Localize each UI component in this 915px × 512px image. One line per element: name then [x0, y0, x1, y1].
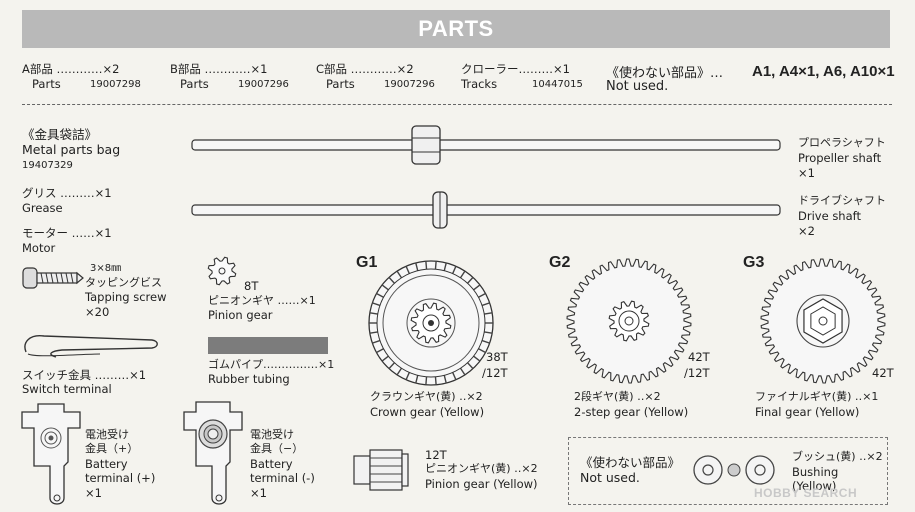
battery-plus-jp2: 金具（+） — [85, 442, 139, 455]
g1-teeth2: /12T — [482, 366, 508, 380]
parts-c-en: Parts — [326, 77, 355, 91]
battery-plus-qty: ×1 — [85, 486, 102, 500]
bushing-icon — [693, 455, 775, 485]
not-used-top-parts: A1, A4×1, A6, A10×1 — [752, 63, 895, 80]
motor-jp: モーター ……×1 — [22, 226, 112, 240]
page-title: PARTS — [418, 16, 494, 41]
parts-c-code: 19007296 — [384, 79, 435, 90]
g2-en: 2-step gear (Yellow) — [574, 405, 689, 419]
switch-terminal-jp: スイッチ金具 ………×1 — [22, 368, 147, 382]
battery-minus-en2: terminal (-) — [250, 471, 315, 485]
propeller-shaft-qty: ×1 — [798, 166, 815, 180]
g2-jp: 2段ギヤ(黄) ‥×2 — [574, 390, 661, 403]
g3-final-gear-icon — [760, 258, 886, 384]
parts-header-bar: PARTS — [22, 10, 890, 48]
g1-en: Crown gear (Yellow) — [370, 405, 485, 419]
parts-b-en: Parts — [180, 77, 209, 91]
drive-shaft-jp: ドライブシャフト — [798, 194, 886, 207]
g1-crown-gear-icon — [368, 260, 494, 386]
parts-c-jp: C部品 …………×2 — [316, 62, 414, 76]
section-divider — [22, 104, 892, 105]
rubber-tubing-jp: ゴムパイプ……………×1 — [208, 358, 335, 371]
propeller-shaft-jp: プロペラシャフト — [798, 136, 886, 149]
screw-en: Tapping screw — [85, 290, 167, 304]
g1-jp: クラウンギヤ(黄) ‥×2 — [370, 390, 483, 403]
pinion-12t-en: Pinion gear (Yellow) — [425, 477, 538, 491]
battery-plus-jp1: 電池受け — [85, 428, 129, 441]
parts-a-jp: A部品 …………×2 — [22, 62, 120, 76]
tracks-jp: クローラー………×1 — [461, 62, 570, 76]
not-used-top-jp: 《使わない部品》… — [606, 66, 724, 81]
g3-label: G3 — [743, 254, 765, 271]
not-used-bottom-jp: 《使わない部品》 — [580, 455, 681, 470]
battery-terminal-plus-icon — [21, 403, 81, 505]
pinion-8t-en: Pinion gear — [208, 308, 273, 322]
grease-en: Grease — [22, 201, 63, 215]
g2-step-gear-icon — [566, 258, 692, 384]
g2-label: G2 — [549, 254, 571, 271]
tracks-code: 10447015 — [532, 79, 583, 90]
parts-b-code: 19007296 — [238, 79, 289, 90]
watermark: HOBBY SEARCH — [754, 486, 858, 500]
drive-shaft-qty: ×2 — [798, 224, 815, 238]
g3-teeth1: 42T — [872, 366, 894, 380]
battery-minus-qty: ×1 — [250, 486, 267, 500]
pinion-12t-jp: ピニオンギヤ(黄) ‥×2 — [425, 462, 538, 475]
g2-teeth1: 42T — [688, 350, 710, 364]
rubber-tubing-en: Rubber tubing — [208, 372, 290, 386]
bushing-en1: Bushing — [792, 465, 839, 479]
metal-bag-code: 19407329 — [22, 160, 73, 171]
pinion-12t-teeth: 12T — [425, 448, 447, 462]
parts-a-code: 19007298 — [90, 79, 141, 90]
propeller-shaft-en: Propeller shaft — [798, 151, 882, 165]
battery-terminal-minus-icon — [183, 401, 243, 505]
shafts-drawing — [191, 125, 781, 229]
grease-jp: グリス ………×1 — [22, 186, 112, 200]
pinion-12t-icon — [353, 449, 409, 491]
bushing-en2: (Yellow) — [792, 479, 837, 493]
screw-jp: タッピングビス — [85, 276, 162, 289]
g2-teeth2: /12T — [684, 366, 710, 380]
bushing-jp: ブッシュ(黄) ‥×2 — [792, 450, 883, 463]
battery-plus-en2: terminal (+) — [85, 471, 156, 485]
rubber-tubing-icon — [208, 337, 328, 354]
battery-minus-en1: Battery — [250, 457, 293, 471]
g3-jp: ファイナルギヤ(黄) ‥×1 — [755, 390, 879, 403]
g3-en: Final gear (Yellow) — [755, 405, 860, 419]
tapping-screw-icon — [22, 267, 84, 289]
battery-plus-en1: Battery — [85, 457, 128, 471]
propeller-shaft-icon — [191, 125, 781, 165]
battery-minus-jp1: 電池受け — [250, 428, 294, 441]
not-used-top-en: Not used. — [606, 79, 669, 94]
g1-teeth1: 38T — [486, 350, 508, 364]
metal-bag-en: Metal parts bag — [22, 142, 121, 157]
tracks-en: Tracks — [461, 77, 498, 91]
drive-shaft-icon — [191, 191, 781, 229]
battery-minus-jp2: 金具（−） — [250, 442, 304, 455]
not-used-bottom-box — [568, 437, 888, 505]
g1-label: G1 — [356, 254, 378, 271]
switch-terminal-icon — [24, 335, 158, 358]
pinion-8t-jp: ピニオンギヤ ……×1 — [208, 294, 316, 307]
pinion-8t-teeth: 8T — [244, 279, 259, 293]
motor-en: Motor — [22, 241, 56, 255]
not-used-bottom-en: Not used. — [580, 470, 640, 485]
screw-size: 3×8㎜ — [90, 263, 122, 274]
switch-terminal-en: Switch terminal — [22, 382, 112, 396]
metal-bag-jp: 《金具袋詰》 — [22, 127, 98, 142]
screw-qty: ×20 — [85, 305, 110, 319]
pinion-8t-icon — [207, 256, 237, 286]
parts-b-jp: B部品 …………×1 — [170, 62, 268, 76]
drive-shaft-en: Drive shaft — [798, 209, 861, 223]
parts-a-en: Parts — [32, 77, 61, 91]
